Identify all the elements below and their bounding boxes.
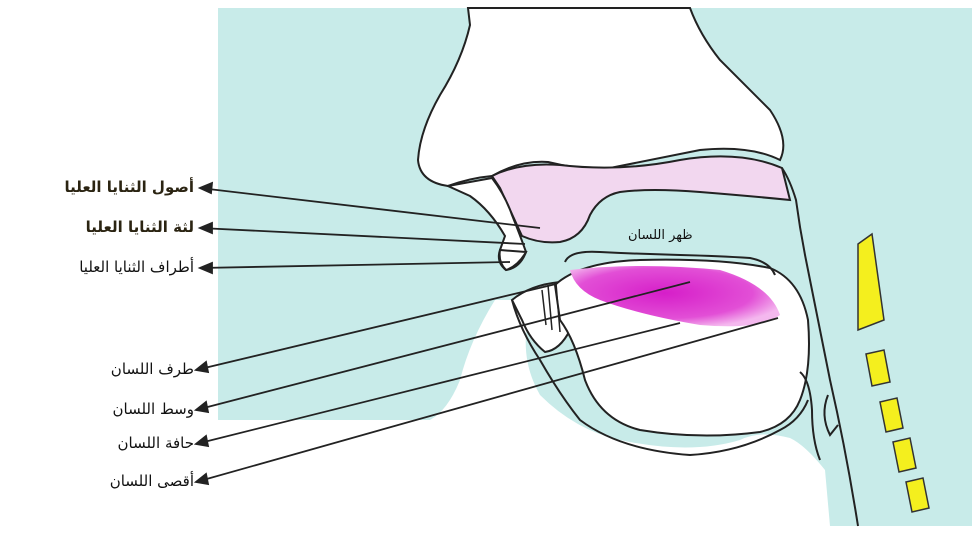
label-upper-gum: لثة الثنايا العليا xyxy=(86,218,194,236)
label-tongue-dorsum: ظهر اللسان xyxy=(628,228,693,243)
label-tongue-back: أقصى اللسان xyxy=(110,472,194,490)
label-tongue-edge: حافة اللسان xyxy=(118,434,195,452)
label-tongue-tip: طرف اللسان xyxy=(111,360,194,378)
label-upper-incisor-tips: أطراف الثنايا العليا xyxy=(79,258,194,276)
label-upper-alveolar: أصول الثنايا العليا xyxy=(64,178,194,196)
label-tongue-middle: وسط اللسان xyxy=(113,400,195,418)
